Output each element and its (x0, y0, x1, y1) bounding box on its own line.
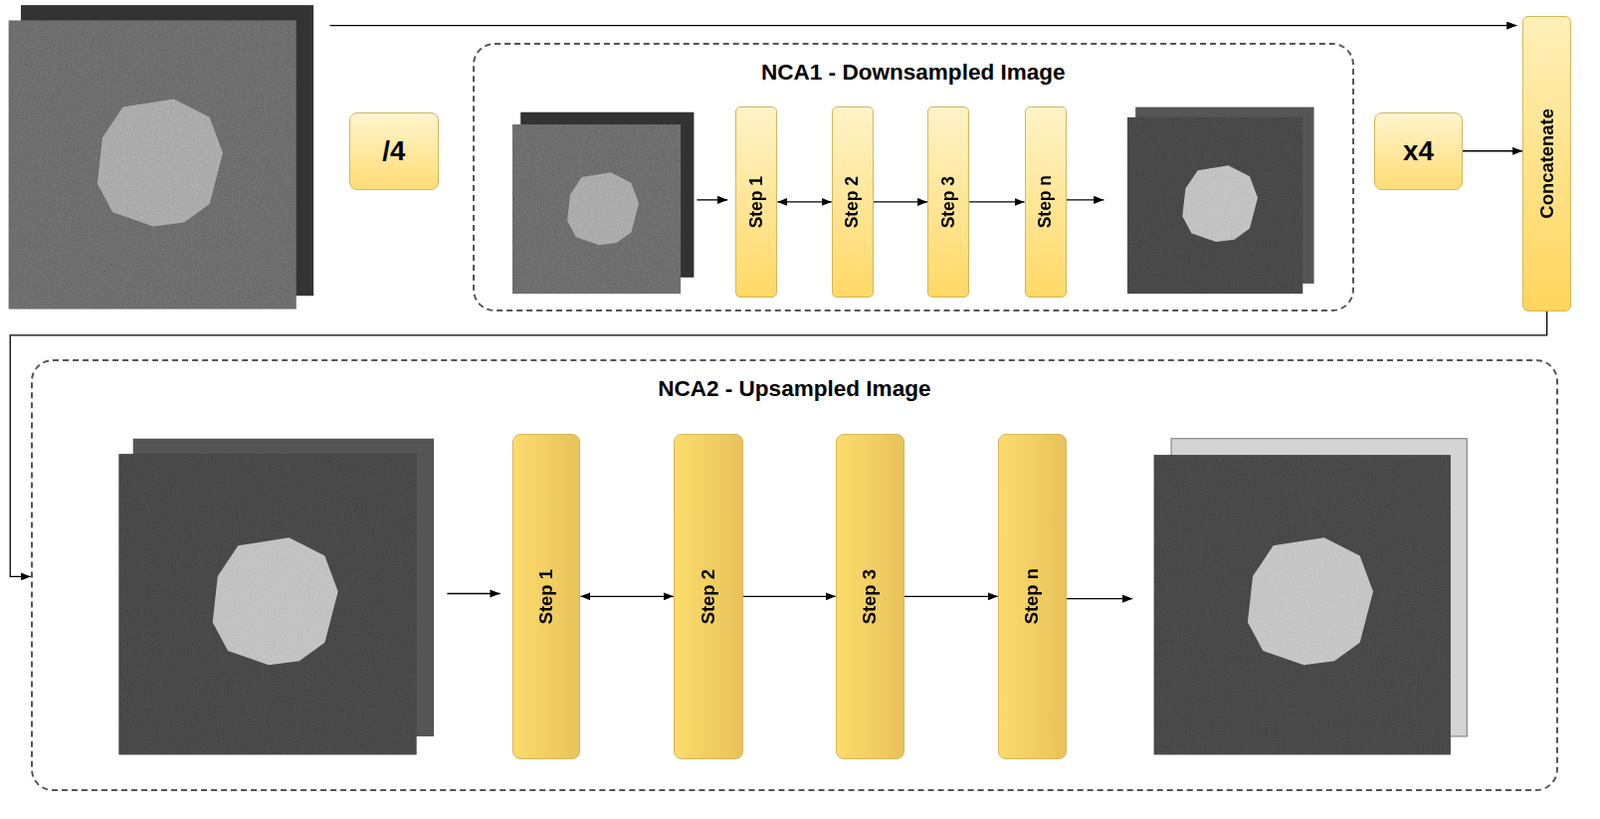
nca1-output-image (1127, 107, 1315, 295)
stage-region: NCA1 - Downsampled ImageStep 1 Step 2 Step… (472, 42, 1355, 312)
node-label: /4 (382, 135, 405, 168)
region-title: NCA2 - Upsampled Image (32, 376, 1557, 402)
flow-arrow (696, 199, 728, 200)
image-layer (512, 124, 681, 294)
node-label: Step n (1034, 175, 1056, 228)
image-noise (512, 124, 681, 294)
nca2-output-image (1154, 438, 1468, 756)
step-box: Step 3 (835, 433, 905, 760)
step-box: Step 2 (673, 433, 744, 760)
flow-connector (580, 596, 673, 598)
skip-arrow (330, 24, 1518, 26)
image-noise (1127, 117, 1303, 294)
image-layer (1127, 117, 1303, 294)
image-layer (118, 453, 416, 755)
image-noise (118, 453, 416, 755)
flow-arrow (1062, 199, 1104, 200)
concatenate-box: Concatenate (1522, 15, 1572, 311)
node-label: Step 1 (535, 569, 558, 624)
flow-connector (1462, 150, 1524, 152)
flow-connector (969, 200, 1024, 202)
node-label: x4 (1402, 135, 1434, 168)
node-label: Step 1 (746, 176, 768, 228)
nca1-input-image (512, 112, 694, 294)
flow-arrow (1063, 598, 1133, 600)
region-title: NCA1 - Downsampled Image (474, 59, 1353, 86)
flow-connector (904, 596, 999, 598)
step-box: Step n (1024, 106, 1067, 299)
node-label: Step 3 (858, 569, 881, 624)
flow-arrow (446, 593, 500, 595)
step-box: Step 2 (831, 106, 874, 299)
node-label: Step n (1020, 568, 1043, 624)
flow-connector (743, 596, 836, 598)
flow-connector (873, 200, 928, 202)
node-label: Step 3 (938, 176, 960, 228)
operation-box: x4 (1374, 112, 1462, 191)
node-label: Step 2 (841, 176, 863, 228)
image-layer (8, 19, 297, 309)
step-box: Step 3 (927, 106, 970, 299)
image-noise (1154, 454, 1451, 755)
node-label: Concatenate (1536, 108, 1559, 219)
step-box: Step n (998, 433, 1067, 760)
step-box: Step 1 (512, 433, 582, 760)
node-label: Step 2 (697, 569, 720, 624)
operation-box: /4 (349, 112, 439, 191)
image-arrows (330, 25, 1518, 600)
step-box: Step 1 (735, 106, 778, 299)
nca2-input-image (118, 438, 434, 756)
flow-connector (777, 200, 831, 202)
image-layer (1154, 454, 1451, 755)
stage-region: NCA2 - Upsampled ImageStep 1 Step 2 Step 3… (30, 359, 1559, 792)
image-noise (8, 19, 297, 309)
input-image (8, 4, 314, 309)
flow-connector (9, 311, 1547, 578)
